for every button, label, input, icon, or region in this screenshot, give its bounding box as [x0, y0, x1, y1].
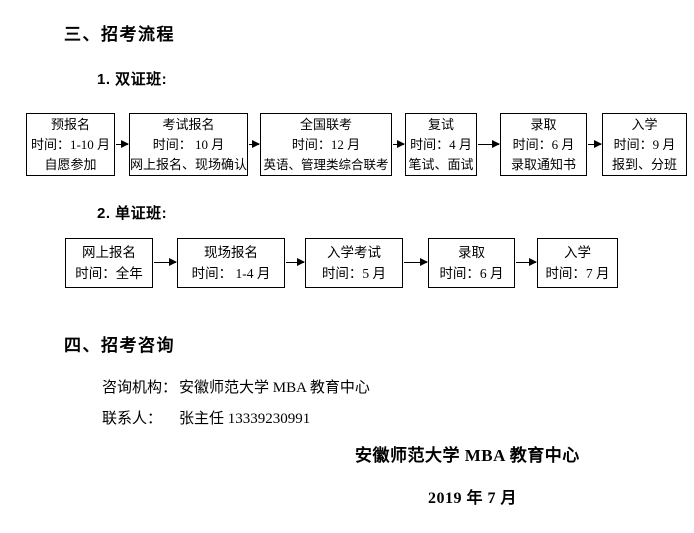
flow-step-title: 入学	[631, 116, 658, 132]
flow-step-note: 笔试、面试	[408, 156, 474, 172]
flow-step-box: 入学考试 时间：5 月	[305, 238, 403, 288]
flow-step-title: 入学	[564, 245, 591, 260]
flow-step-note: 英语、管理类综合联考	[263, 157, 389, 172]
flow-step-note: 录取通知书	[510, 156, 576, 172]
flow-step-box: 现场报名 时间： 1-4 月	[177, 238, 285, 288]
flow-step-time: 时间：1-10 月	[30, 136, 111, 152]
flow-step-time: 时间：全年	[75, 266, 143, 281]
flow-step-note: 网上报名、现场确认	[130, 156, 248, 172]
flow-step-box: 录取 时间：6 月 录取通知书	[500, 113, 587, 176]
flow-step-title: 现场报名	[204, 245, 258, 260]
arrow-right-icon	[116, 140, 129, 148]
flow-step-box: 全国联考 时间：12 月 英语、管理类综合联考	[260, 113, 392, 176]
section-heading-recruit-process: 三、招考流程	[64, 25, 175, 44]
consult-agency-value: 安徽师范大学 MBA 教育中心	[179, 380, 370, 396]
footer-organization: 安徽师范大学 MBA 教育中心	[355, 446, 580, 465]
footer-date: 2019 年 7 月	[428, 490, 518, 507]
arrow-right-icon	[516, 258, 537, 266]
flow-step-note: 自愿参加	[44, 156, 97, 172]
flow-step-time: 时间：9 月	[613, 136, 676, 152]
arrow-right-icon	[154, 258, 177, 266]
arrow-right-icon	[478, 140, 500, 148]
flow-step-time: 时间：6 月	[512, 136, 575, 152]
list-item-single-class: 2. 单证班:	[97, 205, 168, 222]
flow-step-time: 时间：4 月	[410, 136, 472, 152]
flow-step-title: 入学考试	[327, 245, 381, 260]
consult-contact-label: 联系人：	[102, 411, 163, 427]
flow-step-box: 考试报名 时间： 10 月 网上报名、现场确认	[129, 113, 248, 176]
consult-contact-line: 联系人： 张主任 13339230991	[102, 407, 310, 428]
flow-step-time: 时间： 1-4 月	[191, 266, 271, 281]
flow-step-box: 复试 时间：4 月 笔试、面试	[405, 113, 477, 176]
flow-step-box: 预报名 时间：1-10 月 自愿参加	[26, 113, 115, 176]
flow-step-title: 录取	[458, 245, 485, 260]
flowchart-single-class: 网上报名 时间：全年 现场报名 时间： 1-4 月 入学考试 时间：5 月 录取…	[0, 238, 694, 288]
flow-step-box: 入学 时间：7 月	[537, 238, 618, 288]
flow-step-box: 网上报名 时间：全年	[65, 238, 153, 288]
flowchart-dual-class: 预报名 时间：1-10 月 自愿参加 考试报名 时间： 10 月 网上报名、现场…	[0, 113, 694, 177]
flow-step-title: 录取	[530, 116, 557, 132]
section-heading-consultation: 四、招考咨询	[64, 336, 175, 355]
flow-step-note: 报到、分班	[611, 156, 677, 172]
flow-step-time: 时间：12 月	[291, 136, 361, 152]
flow-step-time: 时间：7 月	[545, 266, 610, 281]
flow-step-title: 网上报名	[82, 245, 136, 260]
flow-step-time: 时间：6 月	[439, 266, 504, 281]
flow-step-time: 时间：5 月	[321, 266, 387, 281]
consult-agency-line: 咨询机构：安徽师范大学 MBA 教育中心	[102, 376, 370, 397]
arrow-right-icon	[404, 258, 428, 266]
arrow-right-icon	[249, 140, 260, 148]
flow-step-box: 录取 时间：6 月	[428, 238, 515, 288]
flow-step-title: 复试	[427, 116, 454, 132]
arrow-right-icon	[286, 258, 305, 266]
consult-agency-label: 咨询机构：	[102, 380, 178, 396]
flow-step-title: 预报名	[50, 116, 90, 132]
consult-contact-value: 张主任 13339230991	[179, 411, 311, 427]
arrow-right-icon	[393, 140, 405, 148]
flow-step-title: 全国联考	[299, 116, 352, 132]
arrow-right-icon	[588, 140, 602, 148]
flow-step-box: 入学 时间：9 月 报到、分班	[602, 113, 687, 176]
flow-step-time: 时间： 10 月	[152, 136, 225, 152]
flow-step-title: 考试报名	[162, 116, 215, 132]
list-item-dual-class: 1. 双证班:	[97, 71, 168, 88]
